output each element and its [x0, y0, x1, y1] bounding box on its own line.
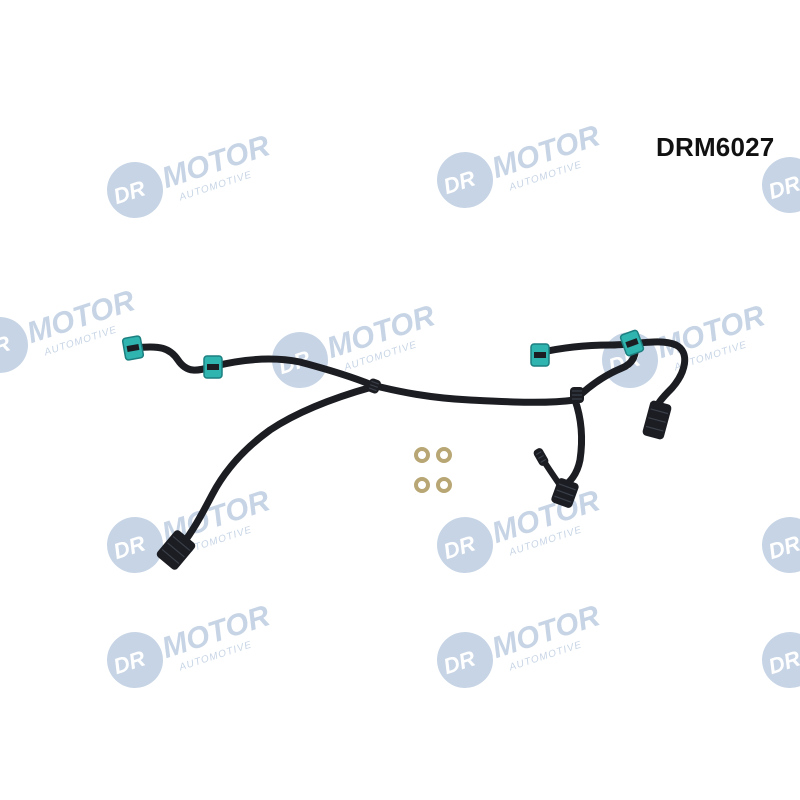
hose-lower-left-branch — [178, 383, 376, 549]
hose-right-inner-loop — [571, 344, 639, 404]
quick-connector-lower-mid — [551, 478, 579, 508]
quick-clip-left — [121, 335, 145, 361]
hose-junction-right-tee — [570, 387, 584, 403]
sealing-washer — [436, 477, 452, 493]
part-number-label: DRM6027 — [656, 132, 775, 162]
connector-stub-tip — [533, 448, 549, 466]
hose-main-trunk — [368, 381, 579, 406]
quick-clip-right-a — [530, 343, 550, 367]
sealing-washer — [414, 477, 430, 493]
quick-connector-right — [642, 400, 672, 440]
washer-set — [414, 447, 452, 493]
hose-right-loop-top — [534, 338, 689, 416]
quick-clip-mid — [203, 355, 223, 379]
sealing-washer — [414, 447, 430, 463]
fittings-group — [121, 329, 672, 570]
sealing-washer — [436, 447, 452, 463]
hose-right-down-branch — [558, 396, 586, 492]
quick-connector-bottom-left — [156, 530, 196, 570]
quick-clip-right-b — [619, 329, 645, 357]
hose-junction-tee — [367, 378, 381, 394]
